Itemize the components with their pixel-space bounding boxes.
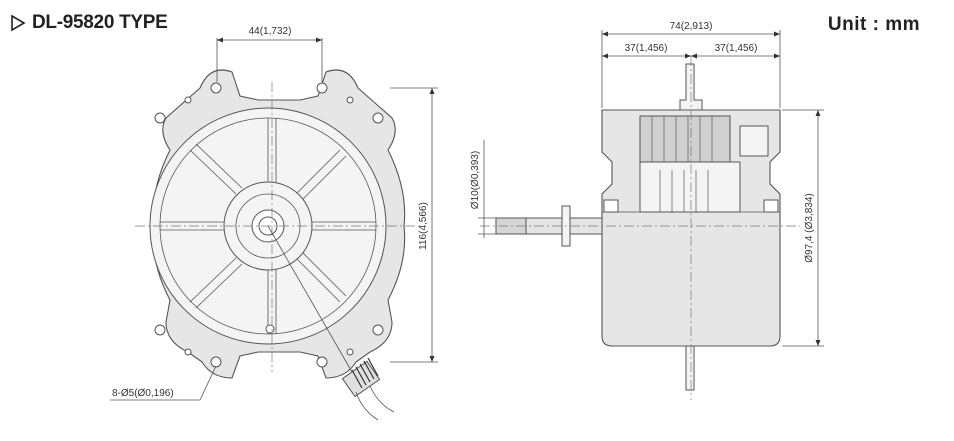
bearing-right [763, 199, 779, 213]
mounting-holes [154, 82, 384, 368]
winding-lines [651, 116, 713, 162]
hole-note-text: 8-Ø5(Ø0,196) [112, 388, 174, 399]
dim-halves: 37(1,456) 37(1,456) [602, 43, 780, 59]
dim-height-116: 116(4,566) [390, 87, 438, 363]
model-title-text: DL-95820 TYPE [32, 12, 168, 33]
cable-grommet [341, 357, 395, 421]
dim-length-74: 74(2,913) [601, 21, 781, 108]
dim-shaft-dia-text: Ø10(Ø0,393) [470, 151, 481, 209]
bottom-tab [685, 345, 695, 391]
dim-width-44: 44(1,732) [216, 26, 323, 82]
front-view: 44(1,732) 116(4,566) 8-Ø5(Ø0,196) [110, 26, 438, 421]
leader-diagonal [267, 225, 353, 373]
dim-body-dia: Ø97,4 (Ø3,834) [782, 109, 824, 347]
dim-half-left-text: 37(1,456) [625, 43, 668, 54]
stator-winding [639, 115, 731, 163]
hole-note: 8-Ø5(Ø0,196) [110, 365, 217, 401]
dim-width-text: 44(1,732) [249, 26, 292, 37]
front-spokes [160, 118, 376, 334]
model-title: DL-95820 TYPE [10, 12, 168, 34]
rotor-lines [659, 170, 709, 212]
dim-body-dia-text: Ø97,4 (Ø3,834) [804, 193, 815, 262]
dim-shaft-dia: Ø10(Ø0,393) [470, 140, 496, 238]
unit-label: Unit : mm [827, 14, 920, 35]
dim-height-text: 116(4,566) [418, 202, 429, 250]
bearing-left [603, 199, 619, 213]
side-view: 74(2,913) 37(1,456) 37(1,456) Ø10(Ø0,393… [470, 21, 824, 400]
triangle-icon [11, 14, 26, 32]
rotor-block [639, 161, 741, 213]
dim-half-right-text: 37(1,456) [715, 43, 758, 54]
capacitor [739, 125, 769, 157]
dim-length-text: 74(2,913) [670, 21, 713, 32]
